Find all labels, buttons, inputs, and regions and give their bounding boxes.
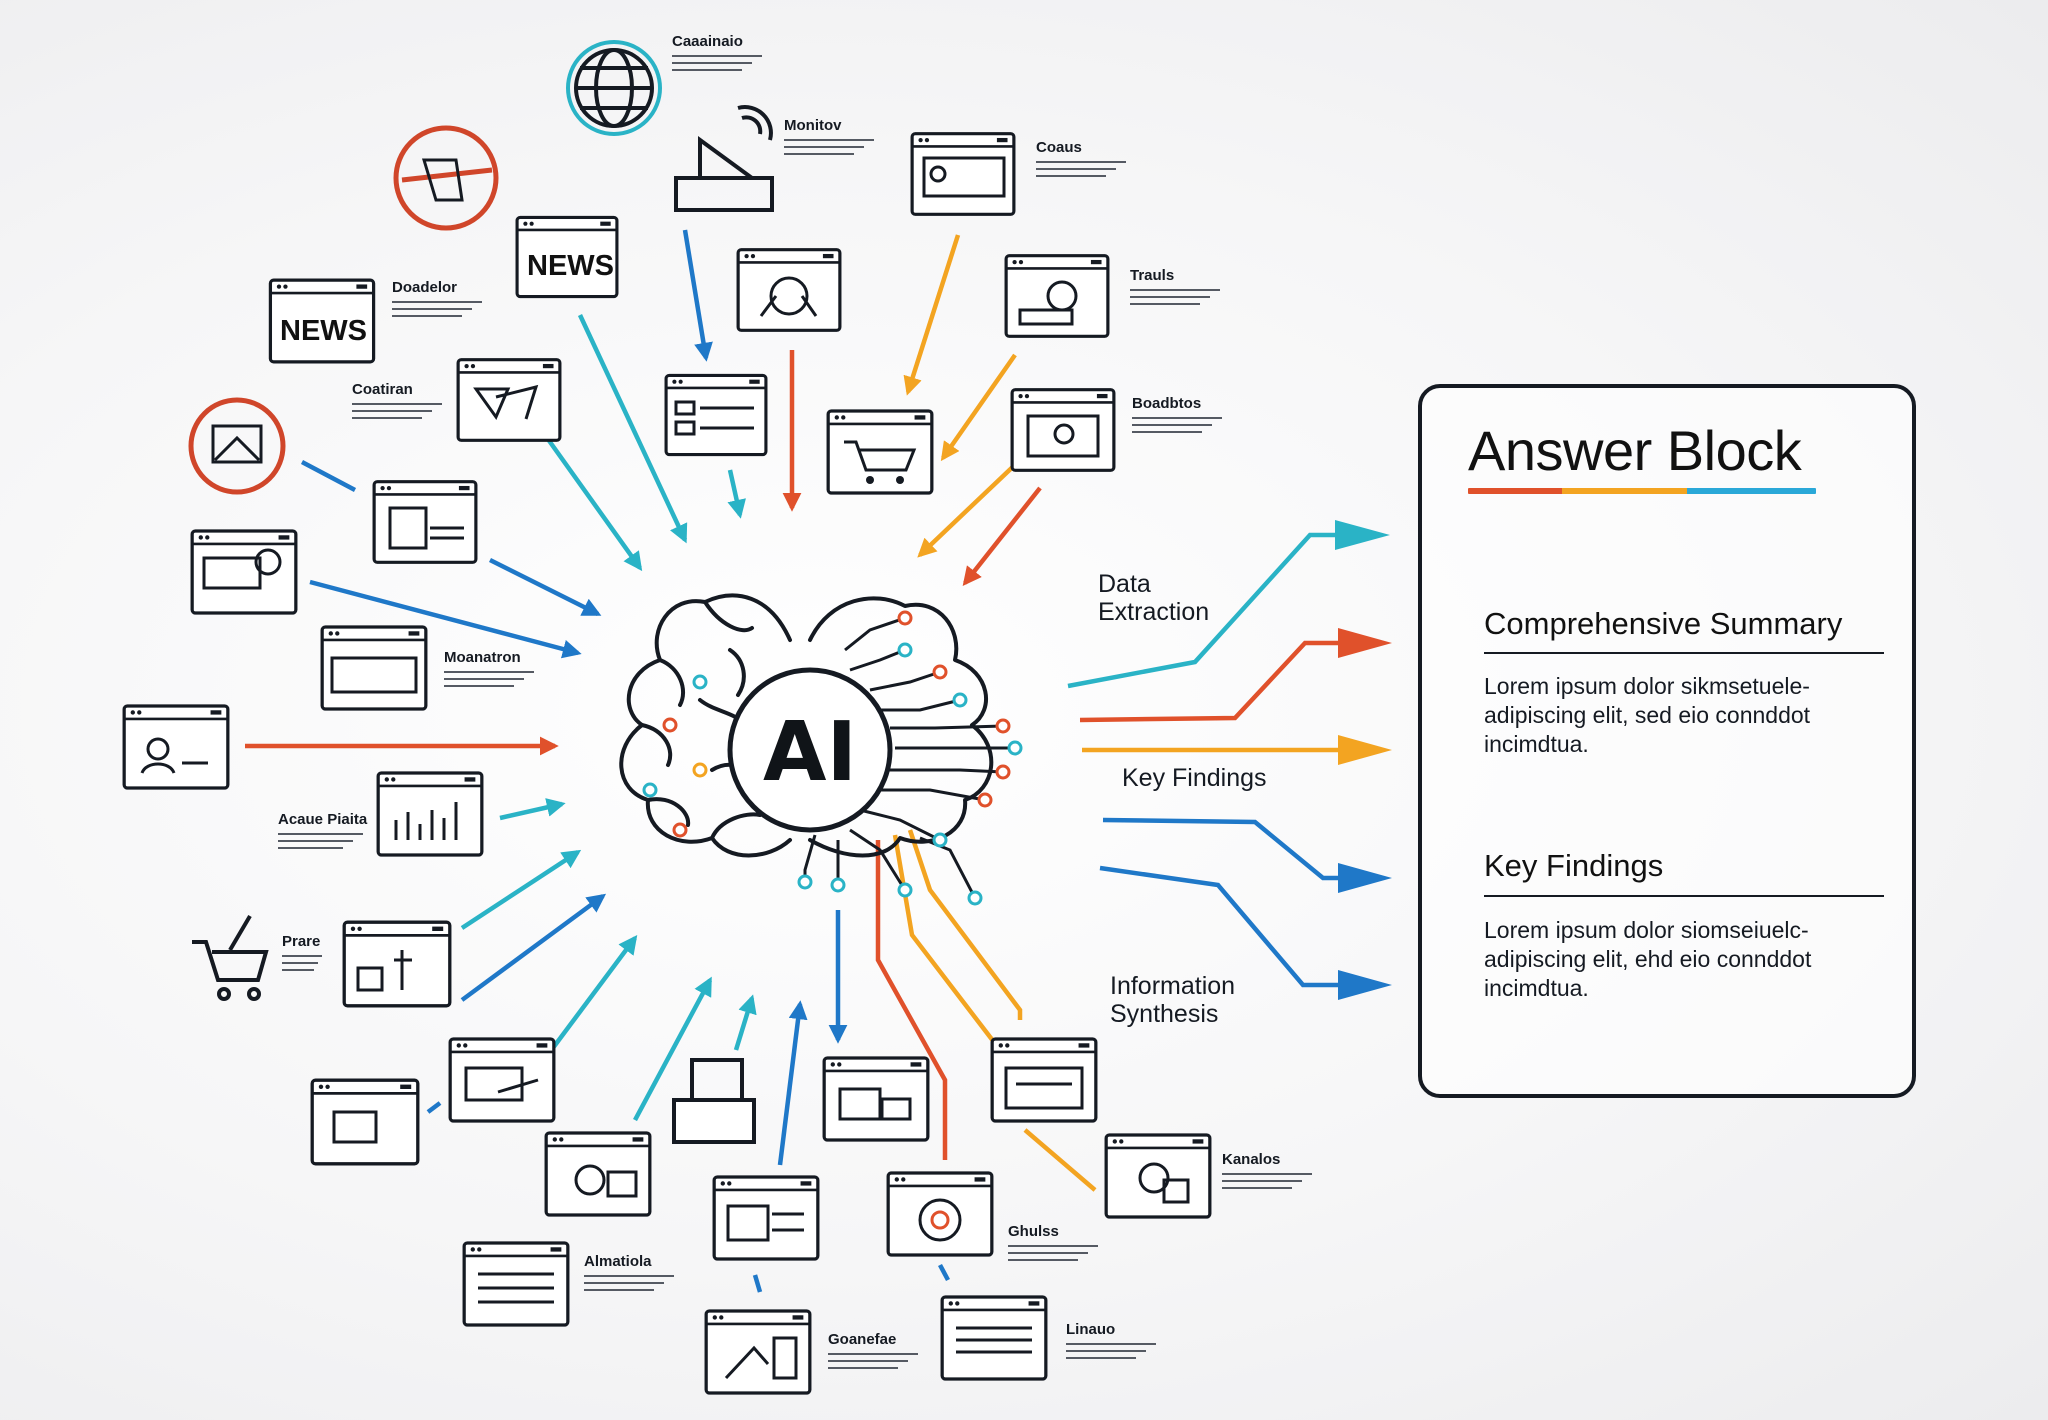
answer-block-title: Answer Block [1468, 419, 1802, 482]
data-extraction-label: Extraction [1098, 598, 1209, 626]
brain-icon [619, 593, 994, 858]
source-label: Ghulss [1008, 1223, 1059, 1240]
key-findings-label: Key Findings [1122, 764, 1267, 792]
circuit-traces [803, 616, 1015, 899]
section-text: Lorem ipsum dolor siomseiuelc- adipiscin… [1484, 916, 1904, 1003]
section-heading: Comprehensive Summary [1484, 606, 1843, 641]
source-labels: Caaainaio Monitov Coaus Trauls Doadelor … [278, 33, 1280, 1348]
source-window [544, 1131, 652, 1217]
documents-icon [672, 1058, 756, 1144]
incoming-arrows [245, 229, 1042, 1293]
source-window [122, 704, 230, 790]
ai-core: AI [727, 667, 893, 833]
source-window [310, 1078, 420, 1166]
source-window [376, 771, 484, 857]
source-window: NEWS [515, 215, 619, 299]
source-windows: NEWS NEWS [122, 132, 1212, 1395]
circuit-nodes [642, 610, 1023, 906]
news-label: NEWS [280, 315, 367, 347]
text-line: adipiscing elit, sed eio connddot [1484, 702, 1811, 728]
image-blocked-icon [188, 397, 286, 495]
source-window [886, 1171, 994, 1257]
source-label: Boadbtos [1132, 395, 1201, 412]
outgoing-flows [1067, 520, 1392, 1000]
source-window [372, 480, 478, 564]
text-line: adipiscing elit, ehd eio connddot [1484, 946, 1812, 972]
text-line: incimdtua. [1484, 731, 1589, 757]
source-window [940, 1295, 1048, 1381]
text-line: Lorem ipsum dolor siomseiuelc- [1484, 917, 1809, 943]
source-window [1010, 388, 1116, 472]
source-window [456, 358, 562, 442]
source-label: Caaainaio [672, 33, 743, 50]
source-label: Monitov [784, 117, 842, 134]
source-window [822, 1056, 930, 1142]
title-underline [1468, 488, 1816, 494]
source-window [712, 1175, 820, 1261]
source-label: Kanalos [1222, 1151, 1280, 1168]
section-text: Lorem ipsum dolor sikmsetuele- adipiscin… [1484, 672, 1904, 759]
source-label: Prare [282, 933, 320, 950]
section-rule [1484, 652, 1884, 654]
tiny-text-lines [278, 55, 1312, 1369]
source-window [990, 1037, 1098, 1123]
source-window [448, 1037, 556, 1123]
globe-icon [566, 40, 662, 136]
source-label: Linauo [1066, 1321, 1115, 1338]
source-window [1104, 1133, 1212, 1219]
source-window [462, 1241, 570, 1327]
source-label: Moanatron [444, 649, 521, 666]
information-synthesis-label: Synthesis [1110, 1000, 1218, 1028]
source-window [826, 409, 934, 495]
section-heading: Key Findings [1484, 848, 1664, 883]
information-synthesis-label: Information [1110, 972, 1235, 1000]
blocked-icon [393, 125, 499, 231]
news-label: NEWS [527, 250, 614, 282]
source-label: Almatiola [584, 1253, 652, 1270]
source-window [342, 920, 452, 1008]
text-line: incimdtua. [1484, 975, 1589, 1001]
source-window [910, 132, 1016, 216]
text-line: Lorem ipsum dolor sikmsetuele- [1484, 673, 1810, 699]
section-rule [1484, 895, 1884, 897]
source-label: Doadelor [392, 279, 457, 296]
source-label: Trauls [1130, 267, 1174, 284]
monitor-icon [674, 105, 774, 212]
source-label: Coatiran [352, 381, 413, 398]
source-window [1004, 254, 1110, 338]
shopping-cart-icon [192, 914, 269, 1001]
source-window [190, 529, 298, 615]
ai-label: AI [763, 705, 857, 800]
flow-labels: Data Extraction Key Findings Information… [1098, 570, 1267, 1028]
source-window: NEWS [268, 278, 376, 364]
source-label: Acaue Piaita [278, 811, 368, 828]
source-window [704, 1309, 812, 1395]
source-window [664, 373, 768, 457]
data-extraction-label: Data [1098, 570, 1151, 598]
answer-block: Answer Block Comprehensive Summary Lorem… [1418, 384, 1916, 1098]
source-label: Goanefae [828, 1331, 896, 1348]
source-label: Coaus [1036, 139, 1082, 156]
source-window [320, 625, 428, 711]
source-window [736, 248, 842, 332]
